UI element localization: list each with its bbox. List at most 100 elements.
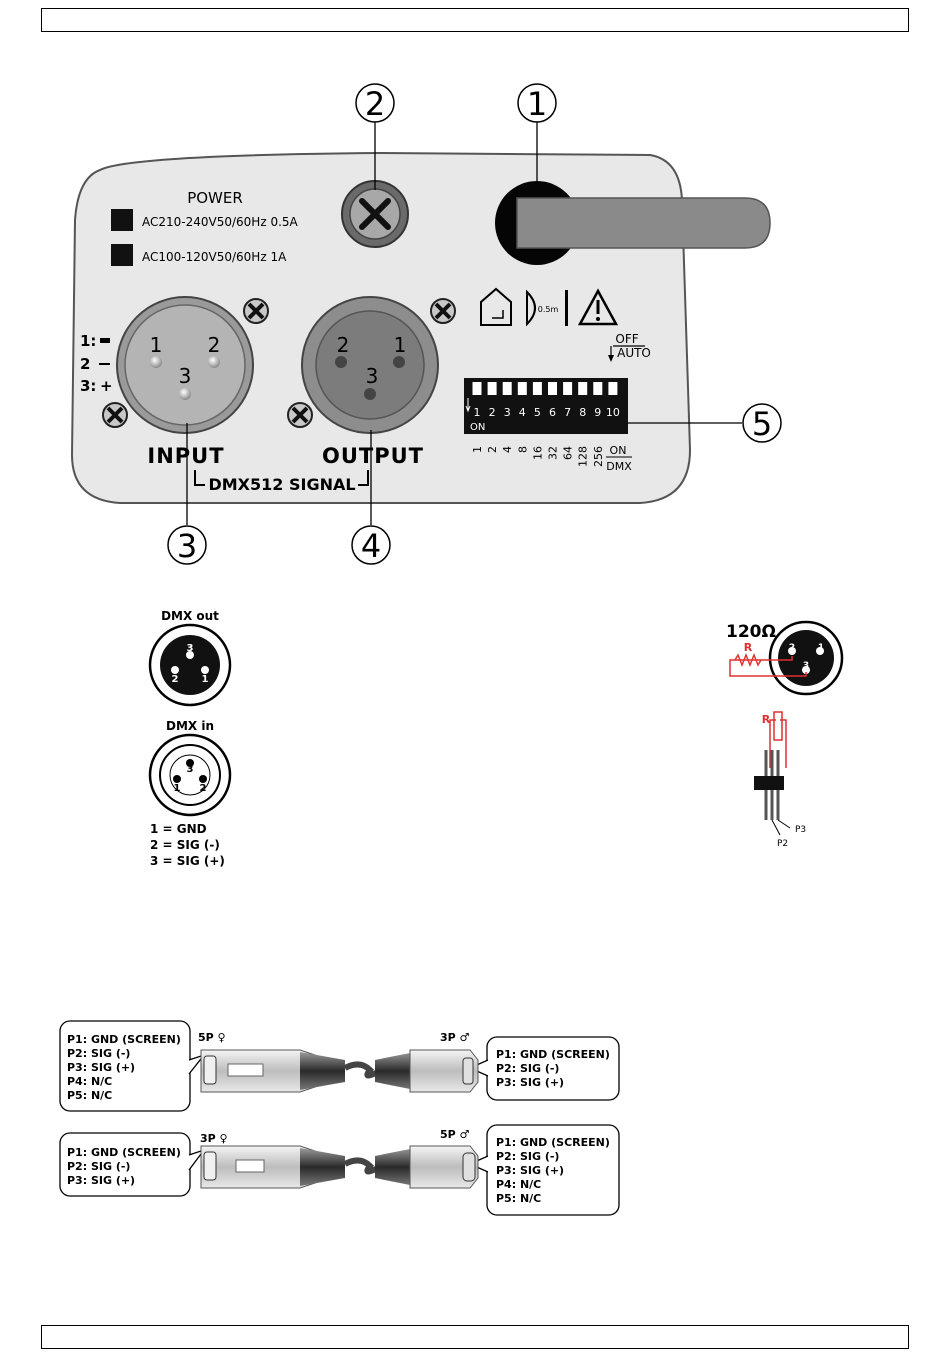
dip-switch-key[interactable] (532, 382, 542, 395)
signal-bracket (194, 470, 369, 486)
dip-switch-number: 1 (474, 406, 481, 419)
dip-switch-key[interactable] (472, 382, 482, 395)
dip-switch-number: 5 (534, 406, 541, 419)
terminator-pin-2: 2 (789, 643, 795, 653)
pin-legend-1: 1: (80, 332, 96, 350)
dip-switch-key[interactable] (548, 382, 557, 395)
pin-row: P4: N/C (67, 1075, 112, 1088)
input-pin-3 (179, 388, 191, 400)
arrow-down-icon (608, 355, 614, 362)
callout-number-5: 5 (752, 405, 772, 443)
dmx-in-pin-3: 3 (187, 764, 194, 775)
terminator-connector (768, 620, 844, 696)
dip-switch-keys (465, 382, 618, 413)
dip-switch-key[interactable] (487, 382, 497, 395)
power-title: POWER (187, 189, 243, 207)
dip-on-label: ON (470, 422, 485, 433)
dmx-out-pin-3: 3 (187, 643, 194, 654)
voltage-low-label: AC100-120V50/60Hz 1A (142, 250, 287, 264)
dmx-out-title: DMX out (161, 609, 219, 623)
resistor-label: R (744, 641, 753, 654)
dip-switch-key[interactable] (608, 382, 618, 395)
pin-row: P3: SIG (+) (67, 1061, 135, 1074)
terminator-pin-header (754, 711, 791, 836)
dip-switch-number: 3 (504, 406, 511, 419)
dmx-in-connector (148, 733, 232, 817)
dip-switch-number: 6 (549, 406, 556, 419)
pin-legend-line-3: 3 = SIG (+) (150, 854, 225, 868)
distance-label: 0.5m (538, 305, 559, 314)
header-frame (41, 8, 909, 32)
pin-row: P5: N/C (496, 1192, 541, 1205)
pin-row: P5: N/C (67, 1089, 112, 1102)
voltage-switch-low[interactable] (111, 244, 133, 266)
dip-dmx-label: DMX (606, 460, 632, 473)
screw-icon (430, 298, 456, 324)
callout-number-3: 3 (177, 527, 197, 565)
adapter2-right-pins: P1: GND (SCREEN) P2: SIG (-) P3: SIG (+)… (496, 1136, 610, 1205)
pin-legend-3: 3: (80, 377, 96, 395)
callout-3: 3 (167, 525, 207, 565)
output-pin-label-3: 3 (366, 364, 379, 388)
arrow-down-icon (465, 398, 471, 413)
dip-switch-number: 7 (564, 406, 571, 419)
callout-number-2: 2 (365, 85, 385, 123)
dip-switch-key[interactable] (517, 382, 527, 395)
output-pin-label-1: 1 (394, 333, 407, 357)
dmx-out-pin-1: 1 (202, 674, 209, 685)
pin-label-p2: P2 (777, 839, 788, 849)
input-pin-2 (208, 356, 220, 368)
dip-switch-key[interactable] (563, 382, 573, 395)
off-label: OFF (615, 332, 638, 346)
dip-switch-number: 2 (489, 406, 496, 419)
callout-4: 4 (351, 525, 391, 565)
output-pin-label-2: 2 (337, 333, 350, 357)
dmx-out-pin-2: 2 (172, 674, 179, 685)
callout-lines (186, 122, 742, 525)
dip-value-label: 4 (501, 446, 514, 453)
voltage-switch-high[interactable] (111, 209, 133, 231)
dip-switch-number: 9 (594, 406, 601, 419)
pin-row: P2: SIG (-) (67, 1047, 130, 1060)
dip-value-label: 128 (577, 446, 590, 467)
input-xlr-connector[interactable] (116, 296, 254, 434)
voltage-high-label: AC210-240V50/60Hz 0.5A (142, 215, 299, 229)
callout-number-4: 4 (361, 527, 381, 565)
dip-switch-key[interactable] (502, 382, 512, 395)
input-label: INPUT (147, 444, 224, 468)
adapter1-right-type: 3P ♂ (440, 1031, 469, 1044)
callout-1: 1 (517, 83, 557, 123)
input-pin-1 (150, 356, 162, 368)
callout-5: 5 (742, 403, 782, 443)
resistor-label-header: R (762, 713, 771, 726)
adapter2-right-type: 5P ♂ (440, 1128, 469, 1141)
dip-value-label: 32 (547, 446, 560, 460)
terminator-pin-3: 3 (803, 661, 809, 671)
output-xlr-connector[interactable] (301, 296, 439, 434)
pin-legend-2: 2 (80, 355, 90, 373)
pin-label-p3: P3 (795, 825, 806, 835)
distance-icon (526, 289, 568, 327)
adapter1-left-type: 5P ♀ (198, 1031, 226, 1044)
fuse-holder[interactable] (341, 180, 409, 248)
terminator-resistance: 120Ω (726, 622, 776, 642)
input-pin-label-2: 2 (208, 333, 221, 357)
callout-2: 2 (355, 83, 395, 123)
pin-row: P3: SIG (+) (496, 1076, 564, 1089)
ground-symbol (100, 338, 110, 343)
power-cord[interactable] (495, 181, 771, 265)
output-pin-2 (335, 356, 347, 368)
dip-switch-number: 10 (606, 406, 620, 419)
dip-switch-key[interactable] (593, 382, 603, 395)
output-label: OUTPUT (322, 444, 424, 468)
pin-row: P2: SIG (-) (496, 1062, 559, 1075)
warning-icon (577, 288, 619, 326)
dip-switch-key[interactable] (578, 382, 588, 395)
pin-legend-line-2: 2 = SIG (-) (150, 838, 220, 852)
dip-value-label: 256 (592, 446, 605, 467)
output-pin-3 (364, 388, 376, 400)
